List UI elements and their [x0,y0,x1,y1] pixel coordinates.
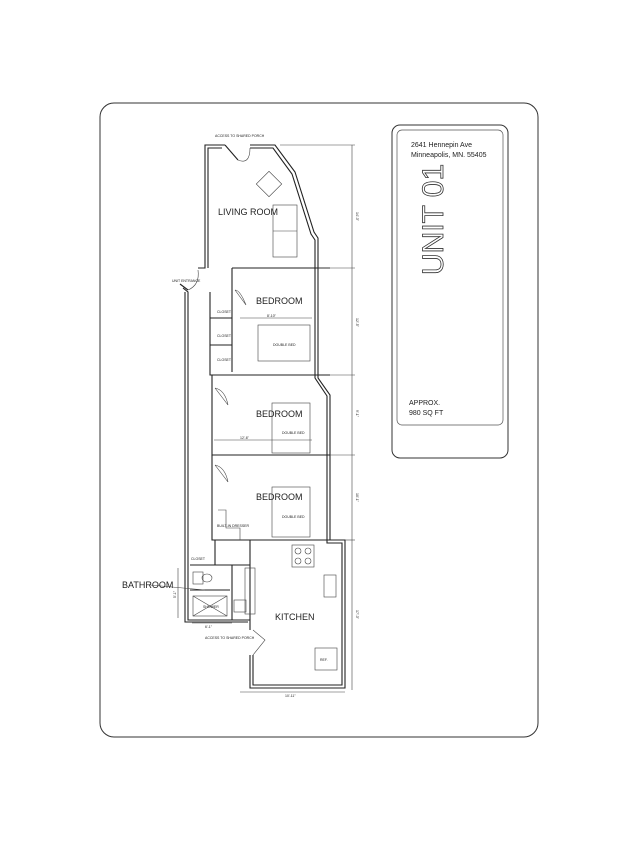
bed-label: DOUBLE BED [273,343,296,347]
dimension-lines [149,144,355,693]
shower-label: SHOWER [203,605,219,609]
porch-top-label: ACCESS TO SHARED PORCH [215,134,265,138]
bedroom-label: BEDROOM [256,409,303,419]
double-bed-2 [271,402,311,454]
kitchen-label: KITCHEN [275,612,315,622]
bed-label: DOUBLE BED [282,515,305,519]
double-bed-3 [271,486,311,538]
dimension-label: 6'-1" [205,625,213,629]
double-bed-1 [257,324,311,362]
closet-label: CLOSET [191,557,206,561]
toilet [201,573,213,583]
dimension-label: 10'-11" [285,694,296,698]
bed-label: DOUBLE BED [282,431,305,435]
dimension-label: 17'-3" [355,610,359,620]
closet-label: CLOSET [217,334,232,338]
dimension-label: 8'-10" [267,314,277,318]
dimension-label: 12'-6" [240,436,250,440]
vanity [233,599,247,613]
bedroom-label: BEDROOM [256,492,303,502]
fridge [314,647,338,671]
area-line1: APPROX. [409,400,440,407]
entrance-label: UNIT ENTRANCE [172,279,201,283]
stove [291,544,315,568]
info-box: 2641 Hennepin Ave Minneapolis, MN. 55405… [391,124,509,459]
sheet-border [99,102,539,738]
living-room-label: LIVING ROOM [218,207,278,217]
dimension-label: 10'-1" [355,493,359,503]
walls [179,144,346,689]
closet-label: CLOSET [217,358,232,362]
unit-title: UNIT 01 [417,164,450,275]
address-line1: 2641 Hennepin Ave [411,142,472,149]
fridge-label: REF. [320,658,328,662]
closet-label: CLOSET [217,310,232,314]
dimension-label: 12'-5" [355,318,359,328]
dimension-label: 14'-3" [355,212,359,222]
porch-bottom-label: ACCESS TO SHARED PORCH [205,636,255,640]
bedroom-label: BEDROOM [256,296,303,306]
dresser-label: BUILT-IN DRESSER [217,524,249,528]
furniture [192,170,338,671]
area-line2: 980 SQ FT [409,410,444,417]
bathroom-label: BATHROOM [122,580,173,590]
sink [323,574,337,598]
dimension-label: 5'-1" [173,590,177,598]
dimension-label: 9'-1" [355,410,359,418]
address-line2: Minneapolis, MN. 55405 [411,152,487,159]
shower [192,595,228,617]
